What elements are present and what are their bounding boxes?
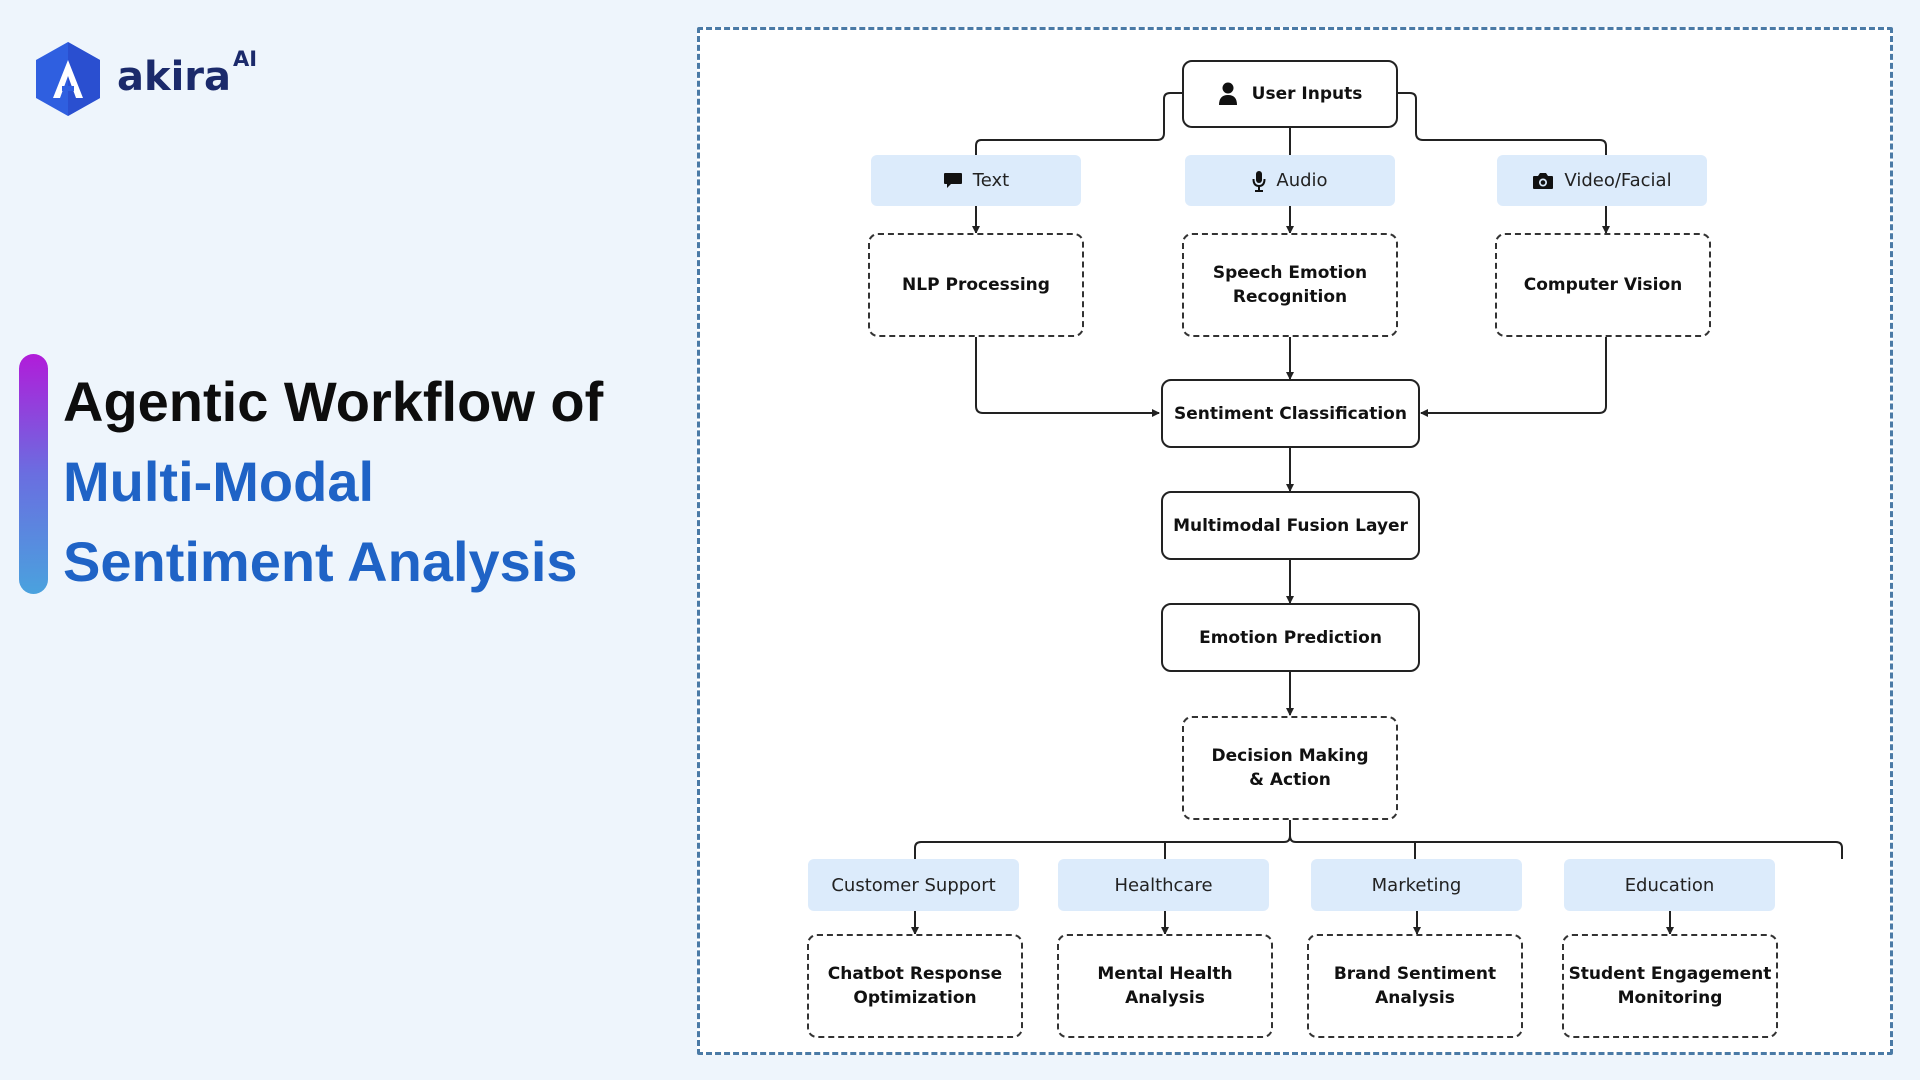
- multimodal-fusion-node: Multimodal Fusion Layer: [1161, 491, 1420, 560]
- input-chip-label: Audio: [1276, 170, 1328, 191]
- decision-label-line2: & Action: [1249, 770, 1331, 790]
- processor-nlp: NLP Processing: [868, 233, 1084, 337]
- workflow-diagram-panel: User Inputs Text Audio Video/Facial NLP …: [697, 27, 1893, 1055]
- input-chip-video: Video/Facial: [1497, 155, 1707, 206]
- title-line-2: Multi-Modal: [63, 450, 375, 513]
- application-chip-label: Marketing: [1371, 874, 1462, 896]
- title-line-1: Agentic Workflow of: [63, 370, 604, 433]
- input-chip-label: Video/Facial: [1564, 170, 1672, 191]
- outcome-label-line1: Chatbot Response: [827, 964, 1003, 984]
- application-chip-healthcare: Healthcare: [1058, 859, 1269, 911]
- outcome-label-line1: Brand Sentiment: [1333, 964, 1497, 984]
- decision-making-node: Decision Making & Action: [1182, 716, 1398, 820]
- outcome-brand-sentiment: Brand Sentiment Analysis: [1307, 934, 1523, 1038]
- chat-bubble-icon: [943, 172, 963, 190]
- application-chip-label: Customer Support: [831, 874, 996, 896]
- application-chip-customer-support: Customer Support: [808, 859, 1019, 911]
- title-line-3: Sentiment Analysis: [63, 530, 578, 593]
- input-chip-text: Text: [871, 155, 1081, 206]
- brand-name: akira: [117, 54, 232, 100]
- processor-label: Computer Vision: [1523, 275, 1683, 295]
- application-chip-marketing: Marketing: [1311, 859, 1522, 911]
- processor-label-line1: Speech Emotion: [1212, 263, 1368, 283]
- connector-lines: [911, 92, 1843, 935]
- outcome-label-line1: Mental Health: [1097, 964, 1233, 984]
- outcome-mental-health: Mental Health Analysis: [1057, 934, 1273, 1038]
- microphone-icon: [1252, 170, 1266, 192]
- input-chip-audio: Audio: [1185, 155, 1395, 206]
- outcome-label-line1: Student Engagement: [1568, 964, 1772, 984]
- accent-bar: [19, 354, 48, 594]
- page-title: Agentic Workflow of Multi-Modal Sentimen…: [63, 362, 603, 602]
- processor-label: NLP Processing: [902, 275, 1050, 295]
- user-inputs-label: User Inputs: [1251, 84, 1363, 104]
- application-chip-education: Education: [1564, 859, 1775, 911]
- user-inputs-node: User Inputs: [1182, 60, 1398, 128]
- input-chip-label: Text: [972, 170, 1010, 191]
- brand-logo: akira AI: [33, 40, 257, 118]
- application-chip-label: Healthcare: [1114, 874, 1213, 896]
- application-chip-label: Education: [1624, 874, 1715, 896]
- outcome-label-line2: Optimization: [853, 988, 977, 1008]
- multimodal-fusion-label: Multimodal Fusion Layer: [1173, 515, 1408, 536]
- outcome-label-line2: Monitoring: [1617, 988, 1723, 1008]
- outcome-chatbot-optimization: Chatbot Response Optimization: [807, 934, 1023, 1038]
- sentiment-classification-node: Sentiment Classification: [1161, 379, 1420, 448]
- sentiment-classification-label: Sentiment Classification: [1174, 403, 1407, 424]
- outcome-label-line2: Analysis: [1375, 988, 1455, 1008]
- outcome-student-engagement: Student Engagement Monitoring: [1562, 934, 1778, 1038]
- camera-icon: [1532, 172, 1554, 190]
- emotion-prediction-label: Emotion Prediction: [1199, 627, 1382, 648]
- brand-superscript: AI: [233, 47, 258, 71]
- emotion-prediction-node: Emotion Prediction: [1161, 603, 1420, 672]
- processor-computer-vision: Computer Vision: [1495, 233, 1711, 337]
- user-icon: [1218, 82, 1238, 106]
- akira-logo-icon: [36, 42, 100, 116]
- processor-speech-emotion: Speech Emotion Recognition: [1182, 233, 1398, 337]
- outcome-label-line2: Analysis: [1125, 988, 1205, 1008]
- processor-label-line2: Recognition: [1232, 287, 1348, 307]
- decision-label-line1: Decision Making: [1211, 746, 1369, 766]
